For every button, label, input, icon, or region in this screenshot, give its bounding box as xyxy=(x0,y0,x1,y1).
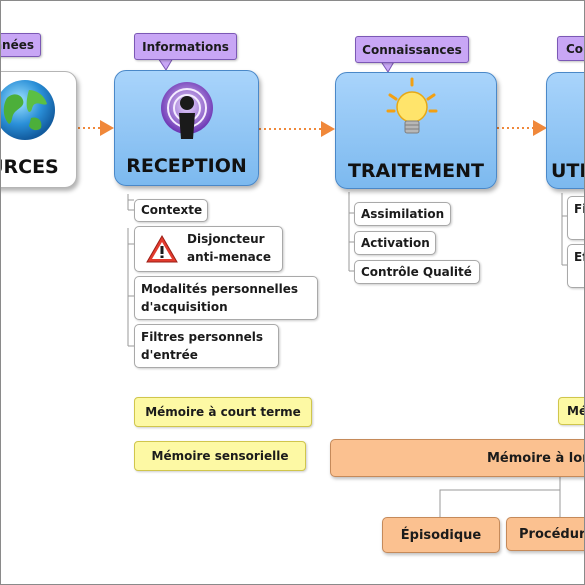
callout-donnees: Données xyxy=(0,33,41,57)
memoire-procedurale[interactable]: Procédurale xyxy=(506,517,585,551)
memoire-travail[interactable]: Mémoire de travail xyxy=(558,397,585,425)
podcast-icon xyxy=(161,82,213,139)
callout-connaissances: Connaissances xyxy=(355,36,469,63)
node-utilisation[interactable]: UTILISATION xyxy=(546,72,585,189)
item-filtres-sortie[interactable]: Filtres personnels de sortie xyxy=(567,196,585,240)
warning-icon xyxy=(146,234,178,263)
item-filtres-entree[interactable]: Filtres personnels d'entrée xyxy=(134,324,279,368)
item-modalites[interactable]: Modalités personnelles d'acquisition xyxy=(134,276,318,320)
item-contexte[interactable]: Contexte xyxy=(134,199,208,222)
memoire-sensorielle[interactable]: Mémoire sensorielle xyxy=(134,441,306,471)
sources-label: SOURCES xyxy=(0,156,59,178)
node-reception[interactable]: RECEPTION xyxy=(114,70,259,186)
reception-label: RECEPTION xyxy=(126,155,247,177)
item-disjoncteur[interactable]: Disjoncteur anti-menace xyxy=(134,226,283,272)
lightbulb-icon xyxy=(386,77,438,134)
callout-competences: Compétences xyxy=(557,36,585,61)
item-effets-sortie[interactable]: Effets de sortie xyxy=(567,244,585,288)
memoire-court-terme[interactable]: Mémoire à court terme xyxy=(134,397,312,427)
item-controle-qualite[interactable]: Contrôle Qualité xyxy=(354,260,480,284)
memoire-episodique[interactable]: Épisodique xyxy=(382,517,500,553)
callout-informations: Informations xyxy=(134,33,237,60)
globe-icon xyxy=(0,80,55,140)
utilisation-label: UTILISATION xyxy=(551,160,585,182)
node-traitement[interactable]: TRAITEMENT xyxy=(335,72,497,189)
node-sources[interactable]: SOURCES xyxy=(0,71,77,188)
memoire-long-terme[interactable]: Mémoire à long terme xyxy=(330,439,585,477)
item-activation[interactable]: Activation xyxy=(354,231,436,255)
item-assimilation[interactable]: Assimilation xyxy=(354,202,451,226)
traitement-label: TRAITEMENT xyxy=(347,160,485,182)
